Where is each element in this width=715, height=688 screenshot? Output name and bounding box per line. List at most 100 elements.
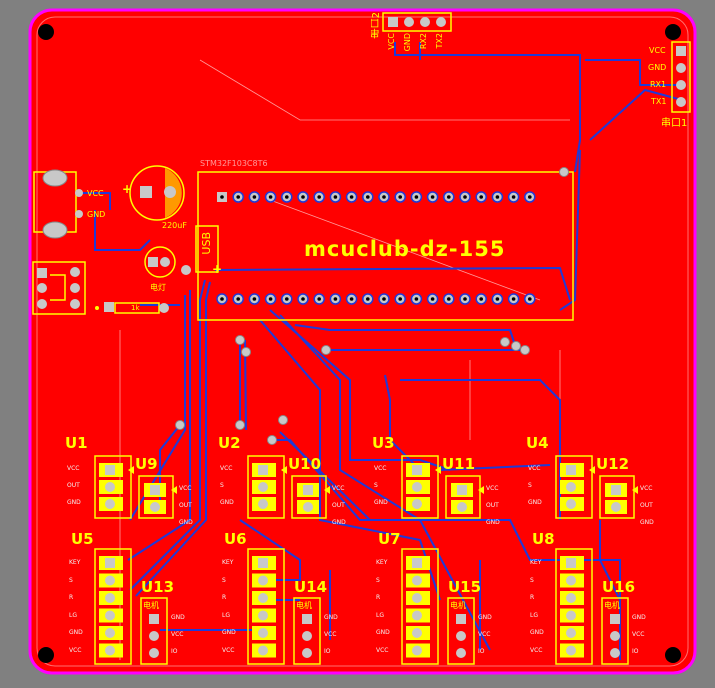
motor-module-pad <box>149 614 159 624</box>
module-pin-label: VCC <box>220 465 233 472</box>
motor-module-pad <box>302 614 312 624</box>
board-keepout <box>36 16 689 667</box>
serial1-pads <box>676 46 686 107</box>
motor-module-pad <box>610 631 620 641</box>
module-pin-label: VCC <box>332 485 345 492</box>
via <box>511 341 521 351</box>
mcu-pin-hole <box>382 195 386 199</box>
pin1-marker <box>435 466 441 474</box>
mcu-pin-hole <box>479 195 484 199</box>
module-pin-label: S <box>530 576 534 584</box>
keypad-module-pad <box>258 645 268 656</box>
module-pin-label: S <box>528 482 532 489</box>
keypad-module-pad <box>258 593 268 603</box>
sensor-module-outline <box>94 455 132 519</box>
motor-module-outline <box>140 597 168 665</box>
mcu-pin-hole <box>463 297 467 301</box>
sensor-module-pad <box>105 482 115 492</box>
keypad-module-pad <box>566 628 576 638</box>
via <box>500 337 510 347</box>
mcu-pin-hole <box>414 195 419 199</box>
sensor-module-pad <box>258 482 268 492</box>
module-label-right: U10 <box>288 455 322 473</box>
mcu-pin-hole <box>349 297 354 301</box>
keypad-module-pad <box>566 593 576 603</box>
mcu-pins-top <box>217 191 536 203</box>
keypad-module-pad <box>105 558 115 568</box>
module-pin-label: IO <box>171 648 178 655</box>
switch-pads <box>37 267 80 309</box>
pin1-marker <box>478 486 484 494</box>
module-label-side: U16 <box>602 578 636 596</box>
via <box>278 415 288 425</box>
mcu-pin-hole <box>220 195 224 199</box>
mcu-pin-hole <box>268 297 273 301</box>
module-label-right: U9 <box>135 455 158 473</box>
module-pin-label: R <box>530 594 535 601</box>
module-pin-label: VCC <box>640 485 653 492</box>
mcu-pin-hole <box>317 297 322 301</box>
module-pin-label: S <box>220 482 224 489</box>
motor-module-outline <box>601 597 629 665</box>
serial1-pin-tx: TX1 <box>651 97 667 106</box>
sensor-module-outline <box>401 455 439 519</box>
module-pin-label: VCC <box>69 646 82 654</box>
module-pin-label: GND <box>478 614 492 621</box>
mcu-pin-hole <box>398 195 403 199</box>
keypad-module-pad <box>412 558 422 568</box>
mcu-pin-hole <box>495 195 500 199</box>
module-label-right: U12 <box>596 455 630 473</box>
capacitor-pad-round <box>164 186 176 198</box>
serial2-name: 串口2 <box>371 12 382 39</box>
module-pin-label: GND <box>222 629 236 636</box>
via <box>235 420 245 430</box>
mcu-pin-hole <box>511 195 516 199</box>
sensor-module-pad <box>412 465 422 475</box>
module-pin-label: IO <box>478 648 485 655</box>
module-pin-label: R <box>376 594 381 601</box>
relay-module-pad <box>457 502 467 512</box>
module-pin-label: GND <box>376 629 390 636</box>
serial2-pad <box>436 17 446 27</box>
serial1-pad <box>676 63 686 73</box>
resistor-pad-b <box>159 303 169 313</box>
module-pin-label: GND <box>69 629 83 636</box>
module-pin-label: VCC <box>222 646 235 654</box>
module-pin-label: GND <box>640 519 654 526</box>
mounting-hole-br <box>665 647 681 663</box>
sensor-module-pad <box>258 499 268 509</box>
serial2-header-outline <box>382 12 452 32</box>
relay-module-pad <box>303 502 313 512</box>
module-pin-label: VCC <box>530 646 543 654</box>
module-pin-label: LG <box>376 611 384 619</box>
serial1-pad <box>676 97 686 107</box>
dot-mark <box>95 306 99 310</box>
mcu-pin-hole <box>285 195 289 199</box>
motor-module-pad <box>302 648 312 658</box>
motor-module-pad <box>610 614 620 624</box>
via <box>241 347 251 357</box>
power-jack-pad-top <box>42 169 68 187</box>
serial1-header-outline <box>671 41 691 113</box>
serial1-pin-vcc: VCC <box>649 46 666 55</box>
mounting-hole-tr <box>665 24 681 40</box>
keypad-module-pad <box>412 575 422 586</box>
relay-module-pad <box>611 485 621 495</box>
pin1-marker <box>171 486 177 494</box>
module-pin-label: VCC <box>478 631 491 638</box>
cap-value: 220uF <box>162 221 187 230</box>
module-label-bottom: U8 <box>532 530 555 548</box>
mcu-pin-hole <box>414 297 419 301</box>
via <box>175 420 185 430</box>
keypad-module-pad <box>105 645 115 656</box>
sensor-module-outline <box>555 455 593 519</box>
module-pin-label: GND <box>374 499 388 506</box>
mcu-pin-hole <box>349 195 354 199</box>
motor-module-pad <box>149 648 159 658</box>
keypad-module-pad <box>412 610 422 621</box>
mounting-hole-tl <box>38 24 54 40</box>
mcu-pin-hole <box>479 297 484 301</box>
mcu-pin-hole <box>382 297 386 301</box>
switch-silk <box>50 274 66 301</box>
module-pin-label: GND <box>67 499 81 506</box>
